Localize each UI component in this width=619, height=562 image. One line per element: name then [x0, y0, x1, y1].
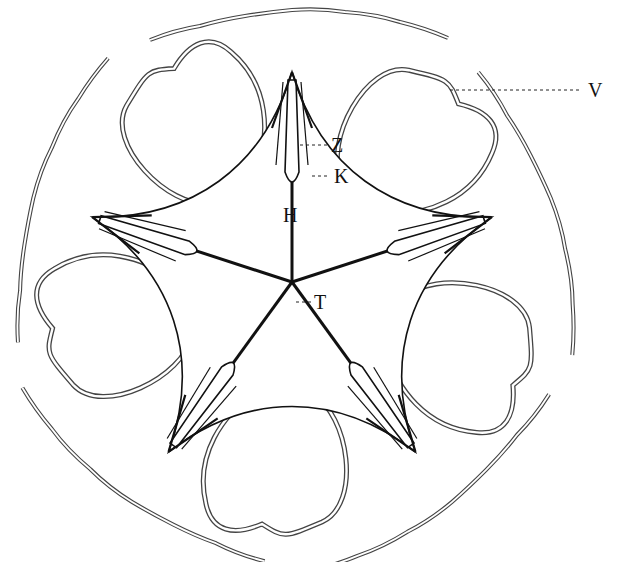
- part-label: T: [312, 290, 328, 314]
- outer-veil: [0, 9, 600, 562]
- lobes: [25, 26, 549, 534]
- part-label: H: [281, 203, 299, 227]
- part-label: V: [586, 78, 604, 102]
- part-label: Z: [329, 133, 345, 157]
- arm-details: [86, 72, 498, 464]
- leader-lines: [296, 90, 582, 302]
- part-label: K: [332, 164, 350, 188]
- star-body: [92, 72, 491, 452]
